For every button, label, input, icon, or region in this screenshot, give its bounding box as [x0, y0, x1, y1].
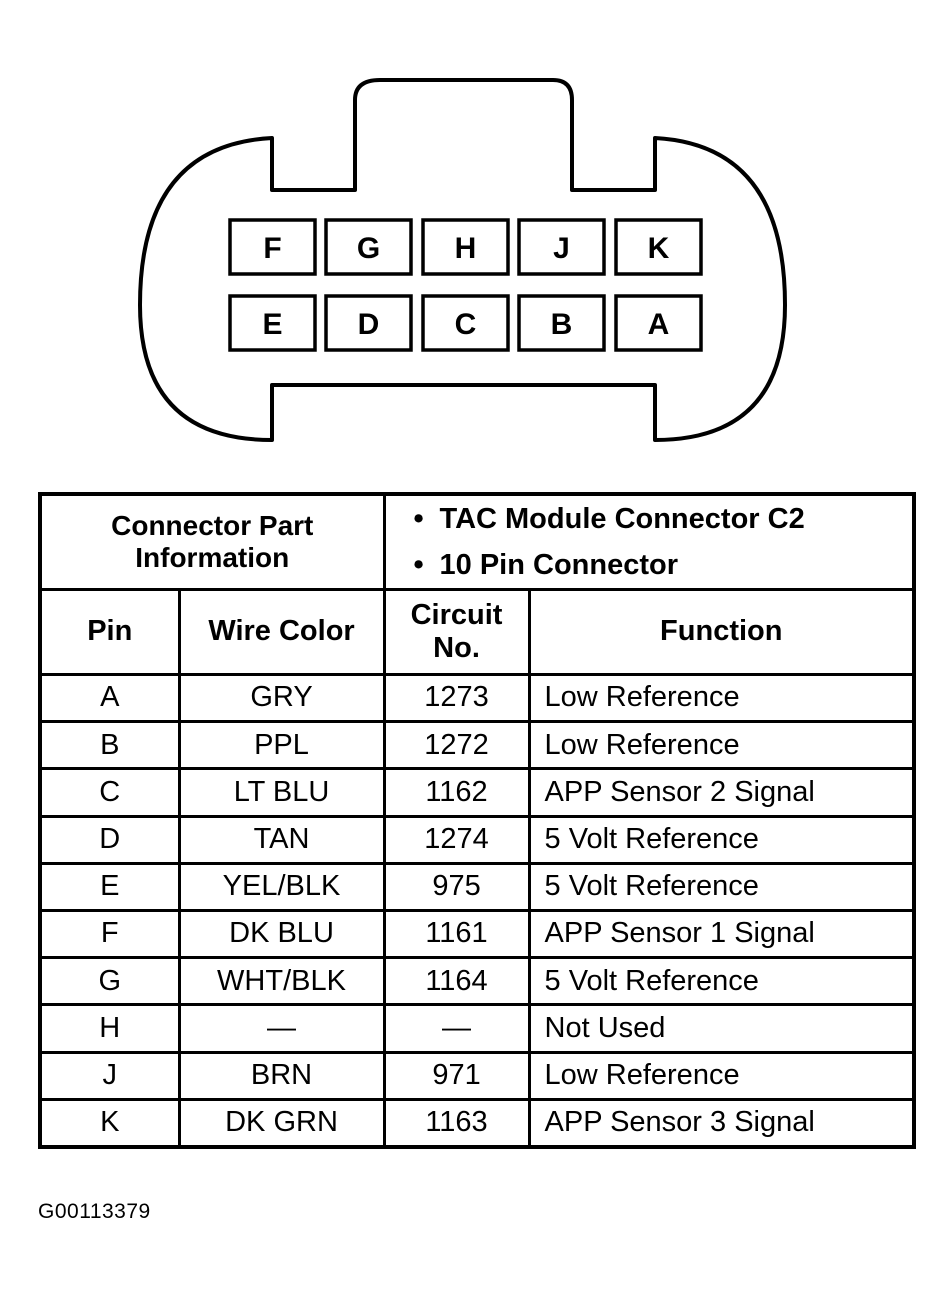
cell-circuit-no: 975 [382, 861, 531, 912]
cell-pin: F [38, 908, 181, 960]
pin-cavity-f [228, 218, 317, 276]
table-header-row: Pin Wire Color Circuit No. Function [38, 588, 916, 676]
table-row: H——Not Used [38, 1003, 916, 1054]
pin-label-h: H [455, 232, 477, 265]
cell-function: Not Used [527, 1003, 916, 1054]
cell-wire-color: GRY [177, 672, 386, 724]
header-pin: Pin [38, 588, 181, 676]
cell-function: APP Sensor 3 Signal [527, 1097, 916, 1149]
pin-cavity-j [517, 218, 606, 276]
cell-function: APP Sensor 1 Signal [527, 908, 916, 960]
pin-cavity-g [324, 218, 413, 276]
cell-pin: E [38, 861, 181, 912]
cell-circuit-no: 1164 [382, 956, 531, 1007]
pin-label-a: A [648, 308, 670, 341]
cell-wire-color: — [177, 1003, 386, 1054]
cell-circuit-no: — [382, 1003, 531, 1054]
pin-label-j: J [553, 232, 570, 265]
cell-wire-color: LT BLU [177, 767, 386, 818]
cell-function: Low Reference [527, 672, 916, 724]
pin-cavity-c [421, 294, 510, 352]
cell-pin: G [38, 956, 181, 1007]
connector-part-info-label: Connector Part Information [38, 492, 386, 591]
pin-cavity-b [517, 294, 606, 352]
pin-cavity-e [228, 294, 317, 352]
cell-wire-color: BRN [177, 1050, 386, 1101]
cell-pin: B [38, 720, 181, 771]
cell-circuit-no: 1273 [382, 672, 531, 724]
pin-cavity-h [421, 218, 510, 276]
pin-label-e: E [262, 308, 282, 341]
pin-label-c: C [455, 308, 477, 341]
pin-cavity-d [324, 294, 413, 352]
pin-label-b: B [551, 308, 573, 341]
cell-circuit-no: 1272 [382, 720, 531, 771]
pin-label-f: F [263, 232, 281, 265]
figure-id: G00113379 [38, 1200, 151, 1223]
cell-function: 5 Volt Reference [527, 814, 916, 865]
cell-circuit-no: 1162 [382, 767, 531, 818]
pin-label-k: K [648, 232, 670, 265]
cell-pin: C [38, 767, 181, 818]
header-wire-color: Wire Color [177, 588, 386, 676]
pin-label-d: D [358, 308, 380, 341]
cell-pin: K [38, 1097, 181, 1149]
connector-info-row: Connector Part Information •TAC Module C… [38, 492, 916, 591]
cell-wire-color: DK BLU [177, 908, 386, 960]
connector-pinout-table: Connector Part Information •TAC Module C… [38, 492, 917, 1149]
cell-pin: H [38, 1003, 181, 1054]
header-function: Function [527, 588, 916, 676]
cell-wire-color: PPL [177, 720, 386, 771]
cell-function: 5 Volt Reference [527, 956, 916, 1007]
info-item-connector-name: •TAC Module Connector C2 [413, 503, 805, 535]
cell-pin: J [38, 1050, 181, 1101]
info-item-pin-count: •10 Pin Connector [413, 549, 679, 581]
cell-circuit-no: 971 [382, 1050, 531, 1101]
pin-label-g: G [357, 232, 380, 265]
connector-housing-outline [138, 78, 787, 442]
cell-pin: D [38, 814, 181, 865]
cell-circuit-no: 1161 [382, 908, 531, 960]
cell-circuit-no: 1163 [382, 1097, 531, 1149]
cell-function: APP Sensor 2 Signal [527, 767, 916, 818]
cell-pin: A [38, 672, 181, 724]
cell-wire-color: TAN [177, 814, 386, 865]
cell-circuit-no: 1274 [382, 814, 531, 865]
cell-wire-color: YEL/BLK [177, 861, 386, 912]
cell-function: Low Reference [527, 720, 916, 771]
cell-function: 5 Volt Reference [527, 861, 916, 912]
connector-info-list: •TAC Module Connector C2 •10 Pin Connect… [382, 492, 916, 591]
cell-wire-color: WHT/BLK [177, 956, 386, 1007]
cell-function: Low Reference [527, 1050, 916, 1101]
pin-cavity-a [614, 294, 703, 352]
header-circuit-no: Circuit No. [382, 588, 531, 676]
cell-wire-color: DK GRN [177, 1097, 386, 1149]
pin-cavity-k [614, 218, 703, 276]
connector-face-diagram: F G H J K E D C B A [138, 78, 787, 442]
